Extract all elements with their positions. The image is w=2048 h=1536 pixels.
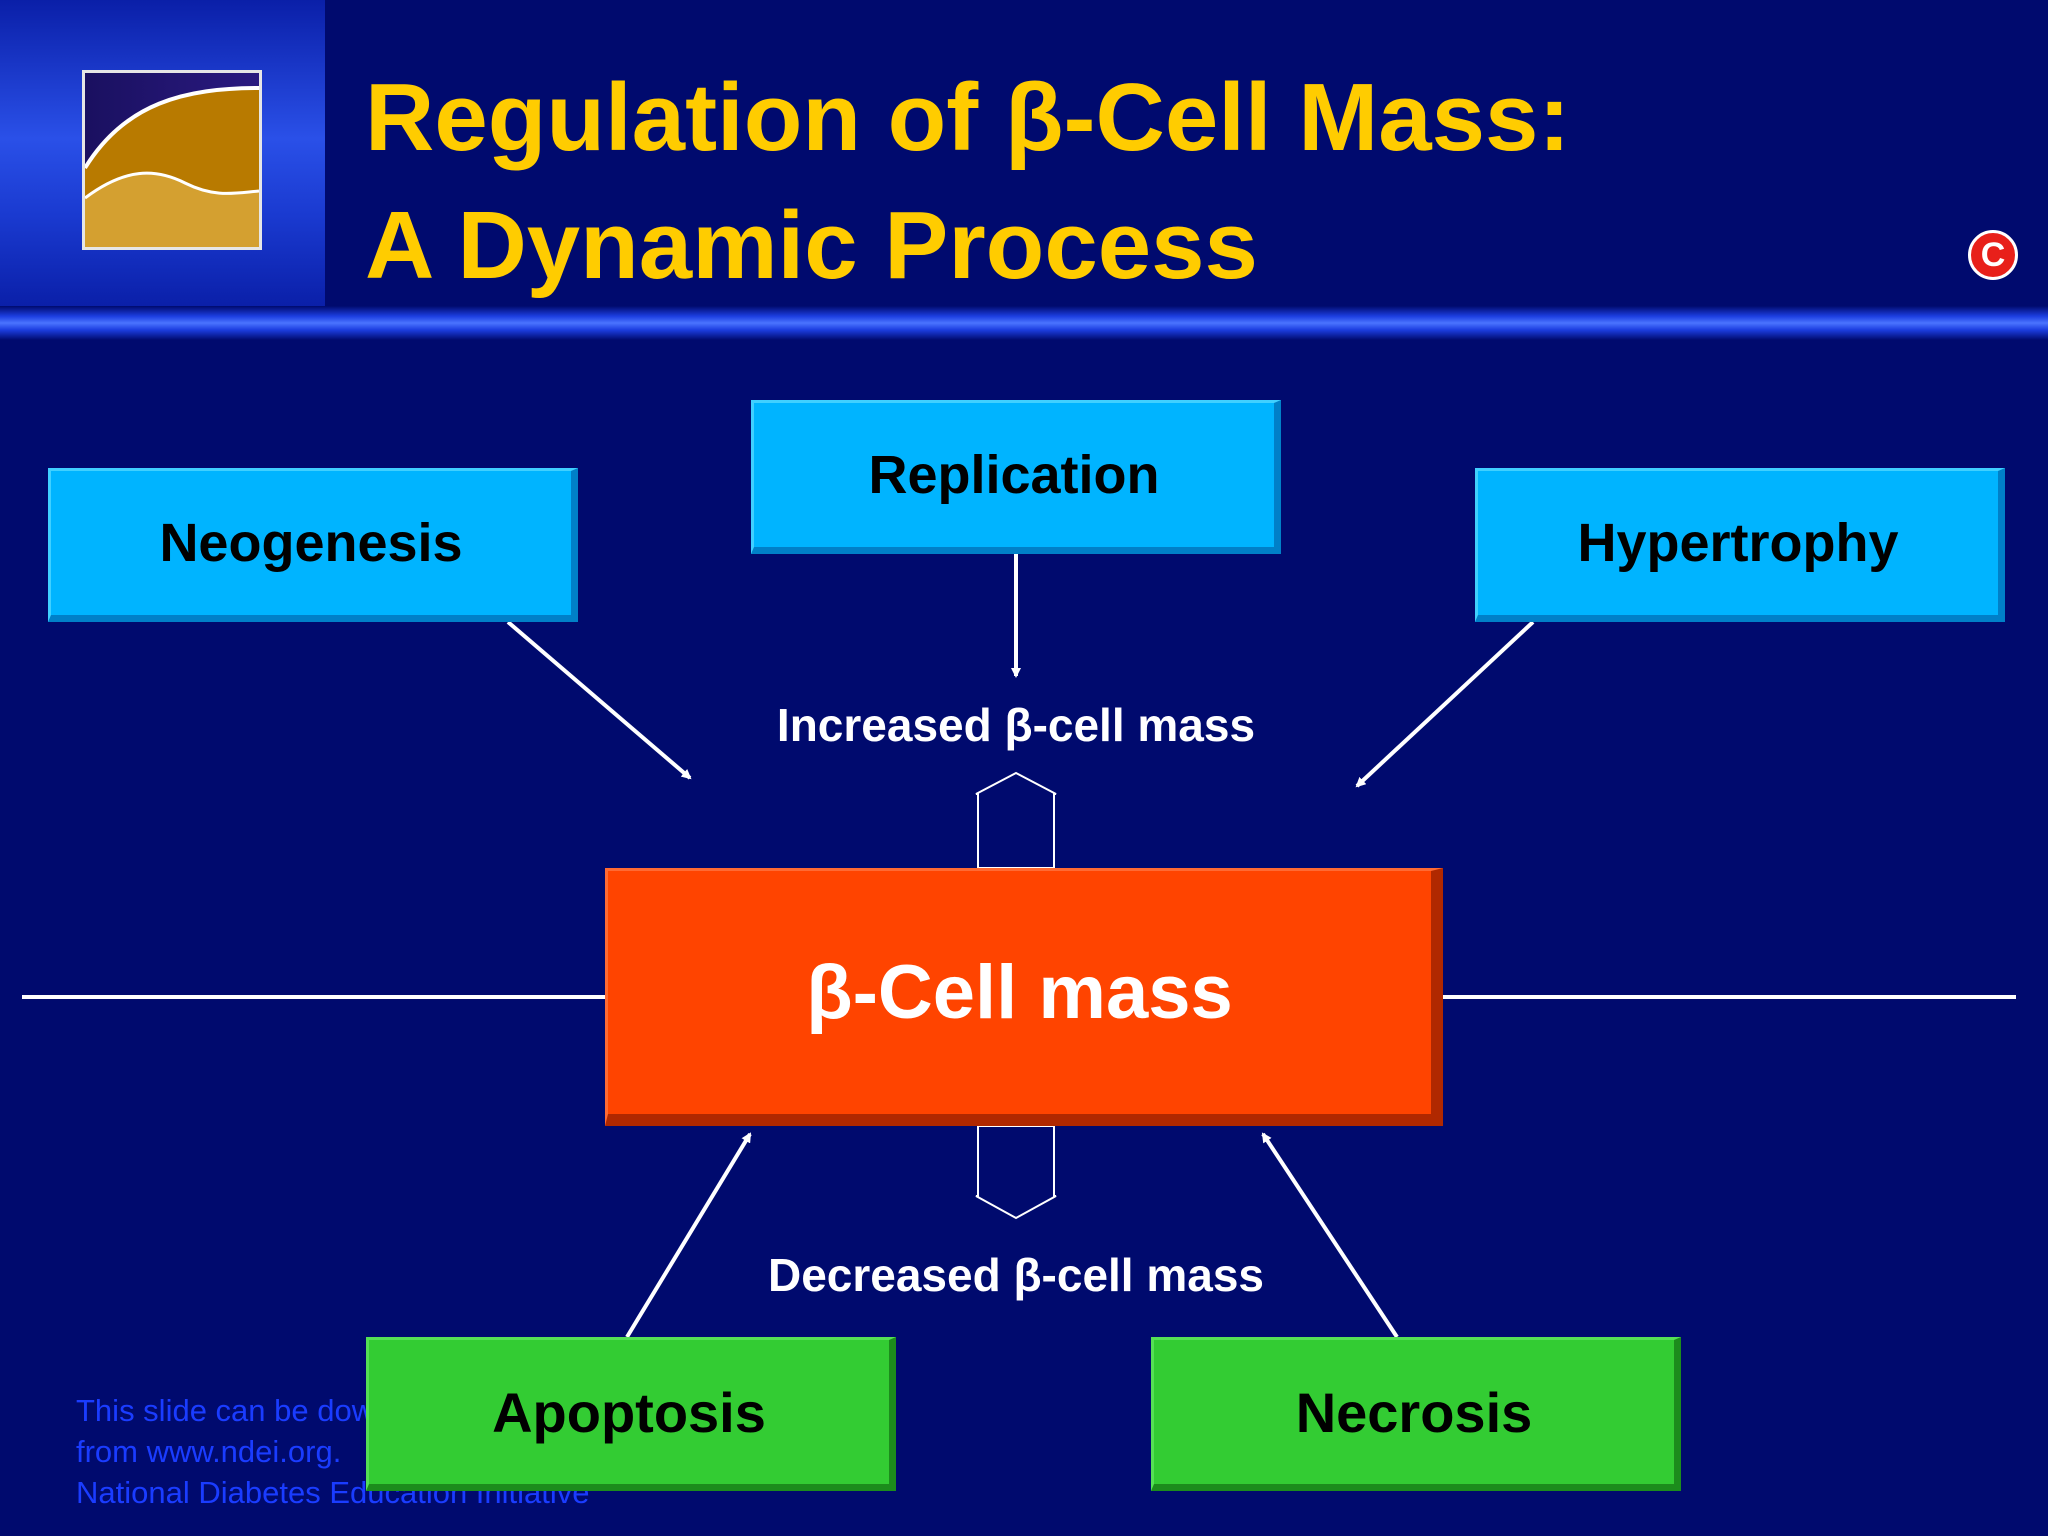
arrow-hypertrophy: [1355, 620, 1535, 788]
arrow-neogenesis: [506, 620, 692, 780]
copyright-badge-icon: C: [1968, 230, 2018, 280]
necrosis-box: Necrosis: [1151, 1337, 1681, 1491]
ndei-logo-icon: [82, 70, 262, 250]
arrow-necrosis: [1261, 1132, 1399, 1339]
slide-title-line-1: Regulation of β-Cell Mass:: [365, 64, 1571, 171]
up-block-arrow: [975, 771, 1057, 869]
replication-box: Replication: [751, 400, 1281, 554]
header-divider: [0, 306, 2048, 340]
neogenesis-box: Neogenesis: [48, 468, 578, 622]
logo-panel: [0, 0, 325, 308]
apoptosis-box: Apoptosis: [366, 1337, 896, 1491]
slide-title-line-2: A Dynamic Process: [365, 192, 1258, 299]
beta-cell-mass-box: β-Cell mass: [605, 868, 1443, 1126]
arrow-apoptosis: [625, 1132, 752, 1339]
hypertrophy-box: Hypertrophy: [1475, 468, 2005, 622]
footnote: This slide can be downloaded from www.nd…: [76, 1390, 590, 1513]
down-block-arrow: [975, 1125, 1057, 1220]
decreased-mass-label: Decreased β-cell mass: [767, 1249, 1265, 1301]
increased-mass-label: Increased β-cell mass: [776, 699, 1256, 751]
footnote-line-2: from www.ndei.org.: [76, 1434, 342, 1469]
